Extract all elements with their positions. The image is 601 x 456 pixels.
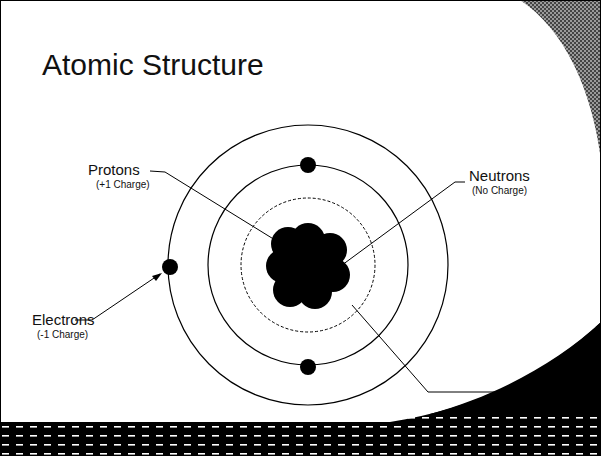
nucleus-boundary — [241, 198, 375, 332]
slide-title: Atomic Structure — [42, 48, 264, 81]
electron — [300, 157, 316, 173]
arrowhead — [152, 273, 162, 281]
part-label: Electrons — [32, 312, 95, 329]
bottom-curve — [430, 322, 601, 414]
leader-line — [338, 182, 465, 268]
leader-line — [150, 171, 288, 248]
part-label: Protons — [88, 162, 140, 179]
charge-note: (No Charge) — [472, 185, 527, 196]
outer-orbit — [168, 125, 448, 405]
electron — [162, 259, 178, 275]
corner-texture — [520, 0, 601, 160]
part-label: Neutrons — [469, 168, 530, 185]
charge-note: (+1 Charge) — [96, 179, 150, 190]
nucleus — [266, 223, 350, 309]
leader-line — [352, 305, 520, 392]
electron — [300, 359, 316, 375]
charge-note: (-1 Charge) — [37, 329, 88, 340]
bottom-band — [0, 322, 601, 456]
